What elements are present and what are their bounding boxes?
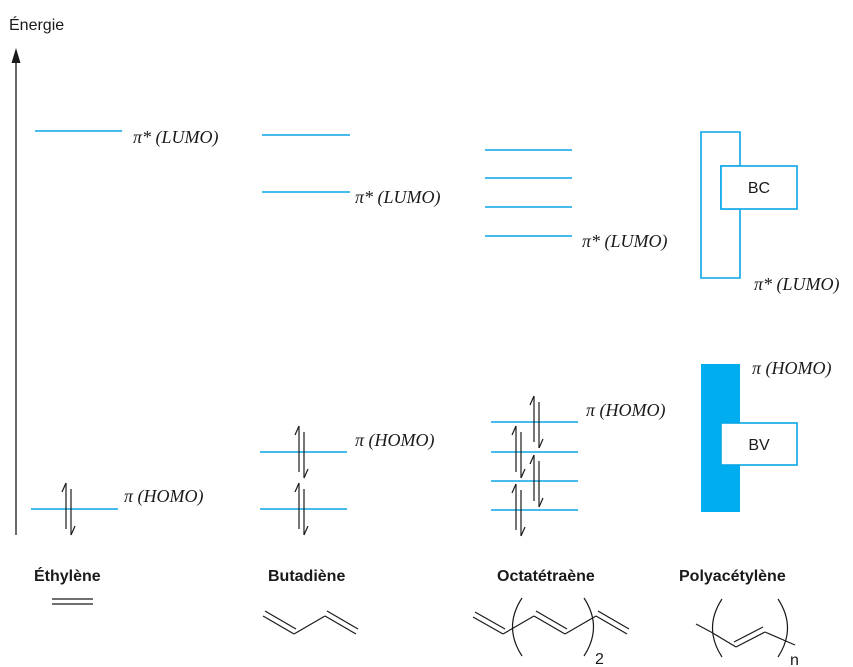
octatetraene-name: Octatétraène: [497, 568, 595, 585]
ethylene-lumo-label: π* (LUMO): [133, 127, 219, 148]
octatetraene-lumo-label: π* (LUMO): [582, 231, 668, 252]
butadiene-lumo-label: π* (LUMO): [355, 187, 441, 208]
ethylene-homo-label: π (HOMO): [124, 486, 204, 507]
conduction-band-label-box: [720, 165, 798, 210]
butadiene-name: Butadiène: [268, 568, 345, 585]
octatetraene-repeat-subscript: 2: [595, 651, 604, 667]
ethylene-structure-icon: [52, 598, 93, 605]
polyacetylene-column: BC π* (LUMO) π (HOMO) BV Polyacétylène n: [679, 131, 840, 667]
polyacetylene-structure-icon: [695, 598, 796, 658]
octatetraene-structure-icon: [472, 597, 630, 657]
polyacetylene-homo-label: π (HOMO): [752, 358, 832, 379]
butadiene-level-4-electron-pair-icon: [294, 482, 309, 536]
ethylene-homo-electron-pair-icon: [61, 482, 76, 536]
octatetraene-homo-electron-pair-icon: [529, 395, 544, 449]
conduction-band-label: BC: [748, 180, 770, 197]
ethylene-column: π* (LUMO) π (HOMO) Éthylène: [31, 127, 219, 605]
butadiene-homo-electron-pair-icon: [294, 425, 309, 479]
ethylene-name: Éthylène: [34, 566, 101, 585]
polyacetylene-name: Polyacétylène: [679, 568, 786, 585]
octatetraene-column: π* (LUMO) π (HOMO): [472, 149, 668, 667]
energy-axis-arrowhead: [11, 48, 21, 63]
butadiene-homo-label: π (HOMO): [355, 430, 435, 451]
energy-axis-label: Énergie: [9, 15, 64, 34]
polyacetylene-lumo-label: π* (LUMO): [754, 274, 840, 295]
octatetraene-homo-label: π (HOMO): [586, 400, 666, 421]
octatetraene-level-7-electron-pair-icon: [529, 454, 544, 508]
octatetraene-level-6-electron-pair-icon: [511, 425, 526, 479]
octatetraene-level-8-electron-pair-icon: [511, 483, 526, 537]
valence-band-label: BV: [748, 437, 770, 454]
polyacetylene-repeat-subscript: n: [790, 652, 799, 667]
valence-band-label-box: [720, 422, 798, 466]
butadiene-structure-icon: [262, 610, 359, 635]
butadiene-column: π* (LUMO) π (HOMO) Butadiène: [260, 134, 441, 635]
